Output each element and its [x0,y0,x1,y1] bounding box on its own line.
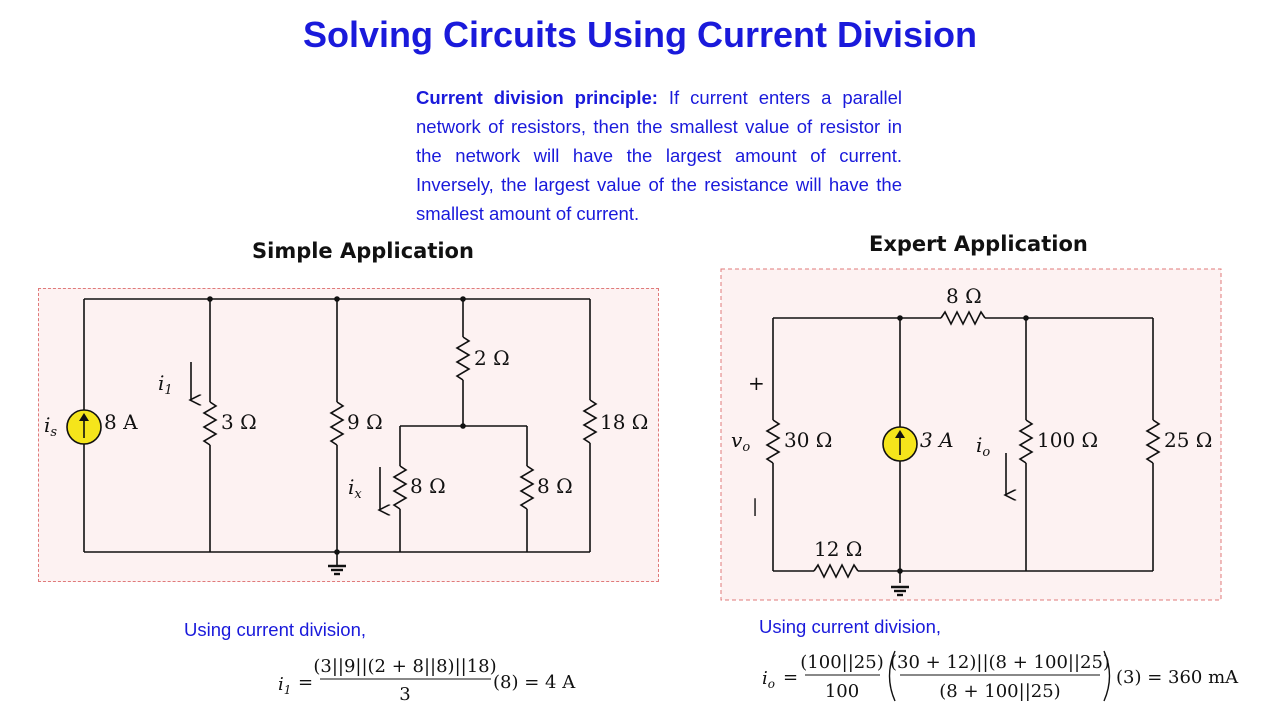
expert-nodes [897,315,1029,574]
simple-current-source [66,409,102,445]
simple-heading: Simple Application [252,239,474,263]
expert-heading: Expert Application [869,232,1088,256]
svg-text:is: is [44,413,57,440]
svg-text:12 Ω: 12 Ω [814,537,862,561]
svg-text:3 Ω: 3 Ω [221,410,257,434]
svg-text:io: io [976,433,990,460]
svg-text:8 A: 8 A [104,410,138,434]
svg-text:8 Ω: 8 Ω [410,474,446,498]
svg-text:ix: ix [348,475,362,502]
svg-text:io: io [762,668,775,691]
svg-text:(100||25): (100||25) [800,652,883,673]
expert-current-source [882,426,918,462]
svg-text:=: = [783,667,798,688]
svg-text:i1: i1 [158,371,173,398]
svg-text:8 Ω: 8 Ω [537,474,573,498]
svg-text:2 Ω: 2 Ω [474,346,510,370]
svg-text:(3) = 360 mA: (3) = 360 mA [1116,667,1239,688]
simple-using-text: Using current division, [184,619,366,640]
svg-text:9 Ω: 9 Ω [347,410,383,434]
svg-text:(8 + 100||25): (8 + 100||25) [939,681,1060,702]
svg-text:3: 3 [399,684,410,705]
simple-nodes [207,296,466,555]
svg-text:8 Ω: 8 Ω [946,284,982,308]
expert-labels: 8 Ω + | vo 30 Ω 3 A io 100 Ω 25 Ω 12 Ω [731,284,1212,561]
simple-circuit [83,298,598,576]
expert-circuit-panel [720,268,1222,601]
svg-text:vo: vo [731,428,750,455]
svg-text:(8) = 4 A: (8) = 4 A [493,672,576,693]
page-title: Solving Circuits Using Current Division [302,14,978,55]
simple-labels: is 8 A i1 3 Ω 9 Ω 2 Ω 18 Ω ix 8 Ω 8 Ω [44,346,648,502]
expert-equation: io = (100||25) 100 (30 + 12)||(8 + 100||… [762,650,1239,702]
svg-text:3 A: 3 A [920,428,954,452]
svg-text:+: + [748,371,765,395]
svg-text:(3||9||(2 + 8||8)||18): (3||9||(2 + 8||8)||18) [313,656,496,677]
expert-using-text: Using current division, [759,616,941,637]
svg-text:18 Ω: 18 Ω [600,410,648,434]
principle-text: If current enters a parallel network of … [416,87,903,224]
svg-text:|: | [752,496,758,517]
svg-text:i1: i1 [278,674,291,697]
svg-text:100 Ω: 100 Ω [1037,428,1098,452]
svg-text:25 Ω: 25 Ω [1164,428,1212,452]
simple-circuit-panel [38,288,659,582]
principle-paragraph: Current division principle: If current e… [416,83,902,228]
svg-text:(30 + 12)||(8 + 100||25): (30 + 12)||(8 + 100||25) [890,652,1110,673]
svg-text:30 Ω: 30 Ω [784,428,832,452]
svg-text:=: = [298,672,313,693]
expert-circuit [765,310,1161,597]
simple-equation: i1 = (3||9||(2 + 8||8)||18) 3 (8) = 4 A [278,656,576,705]
principle-heading: Current division principle: [416,87,658,108]
svg-text:100: 100 [825,681,859,702]
